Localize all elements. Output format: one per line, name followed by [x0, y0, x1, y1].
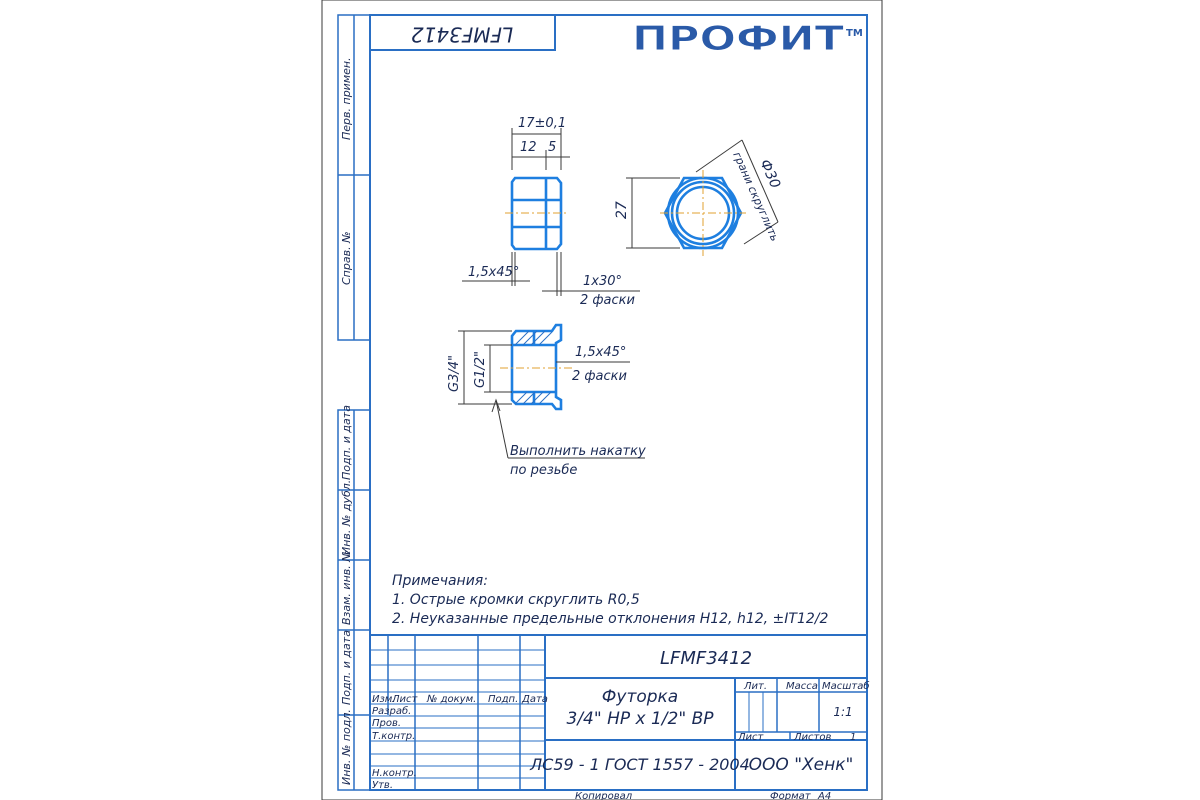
code-box [369, 14, 556, 51]
drawing-frame [369, 14, 868, 791]
listov-label: Листов [793, 732, 831, 743]
side-label-inv-podl: Инв. № подл. [340, 709, 353, 785]
note-1: 1. Острые кромки скруглить R0,5 [392, 592, 640, 608]
col-podp: Подп. [488, 694, 518, 705]
format-value: А4 [817, 791, 831, 800]
col-docnum: № докум. [426, 694, 476, 705]
company: ООО "Хенк" [749, 755, 854, 775]
logo-tm: ТМ [846, 28, 863, 39]
dim-chamfer-3-note: 2 фаски [572, 369, 627, 384]
dim-thread-outer: G3/4" [447, 355, 462, 392]
part-name-line-1: Футорка [602, 687, 678, 707]
col-list: Лист [391, 694, 419, 705]
dim-top-left: 12 [520, 140, 537, 155]
note-2: 2. Неуказанные предельные отклонения H12… [392, 611, 828, 627]
logo-text: ПРОФИТ [632, 19, 845, 59]
side-view: 17±0,1 12 5 1,5x45° 1x30° 2 фаски [462, 116, 640, 308]
sheet-trim-border [321, 0, 883, 800]
side-label-podp-data-2: Подп. и дата [340, 630, 353, 705]
dim-top-right: 5 [548, 140, 556, 155]
dim-chamfer-3: 1,5x45° [575, 345, 626, 360]
row-razrab: Разраб. [372, 705, 411, 717]
side-strip [337, 14, 371, 791]
col-data: Дата [521, 694, 548, 705]
notes-title: Примечания: [392, 573, 488, 589]
massa-label: Масса [786, 681, 818, 692]
format-label: Формат [770, 791, 812, 800]
title-block: Изм. Лист № докум. Подп. Дата Разраб. Пр… [370, 634, 870, 800]
side-label-podp-data-1: Подп. и дата [340, 405, 353, 480]
knurl-line-2: по резьбе [510, 463, 577, 478]
side-label-vzam-inv: Взам. инв. № [340, 550, 353, 625]
scale-value: 1:1 [833, 705, 852, 719]
part-name-line-2: 3/4" НР х 1/2" ВР [567, 709, 715, 729]
dim-thread-inner: G1/2" [473, 351, 488, 388]
masshtab-label: Масштаб [822, 680, 870, 692]
dim-chamfer-2-note: 2 фаски [580, 293, 635, 308]
row-tkontr: Т.контр. [372, 731, 415, 742]
notes-block: Примечания: 1. Острые кромки скруглить R… [392, 573, 828, 627]
row-prov: Пров. [372, 718, 401, 729]
lit-label: Лит. [743, 681, 767, 692]
material: ЛС59 - 1 ГОСТ 1557 - 2004 [529, 755, 750, 774]
profit-logo: ПРОФИТ ТМ [632, 19, 863, 60]
dim-diameter: Ф30 [756, 157, 783, 191]
kopiroval: Копировал [575, 791, 633, 800]
dim-chamfer-2: 1x30° [583, 274, 622, 289]
side-label-perv-primen: Перв. примен. [340, 57, 353, 140]
code-rotated: LFMF3412 [411, 23, 513, 47]
title-code: LFMF3412 [660, 648, 752, 669]
dim-chamfer-1: 1,5x45° [468, 265, 519, 280]
row-nkontr: Н.контр. [372, 768, 417, 779]
list-label: Лист [737, 732, 765, 743]
dim-top-total: 17±0,1 [518, 116, 566, 131]
col-izm: Изм. [372, 694, 396, 705]
side-label-inv-dubl: Инв. № дубл. [340, 480, 353, 555]
dim-height: 27 [614, 201, 630, 219]
side-label-group: Перв. примен. Справ. № Подп. и дата Инв.… [340, 57, 353, 785]
section-view: G3/4" G1/2" 1,5x45° 2 фаски Выполнить на… [447, 323, 646, 478]
front-view: 27 Ф30 грани скруглить [614, 139, 783, 256]
knurl-line-1: Выполнить накатку [510, 444, 646, 459]
row-utv: Утв. [372, 780, 393, 791]
listov-value: 1 [850, 732, 856, 743]
side-label-sprav: Справ. № [340, 231, 353, 285]
